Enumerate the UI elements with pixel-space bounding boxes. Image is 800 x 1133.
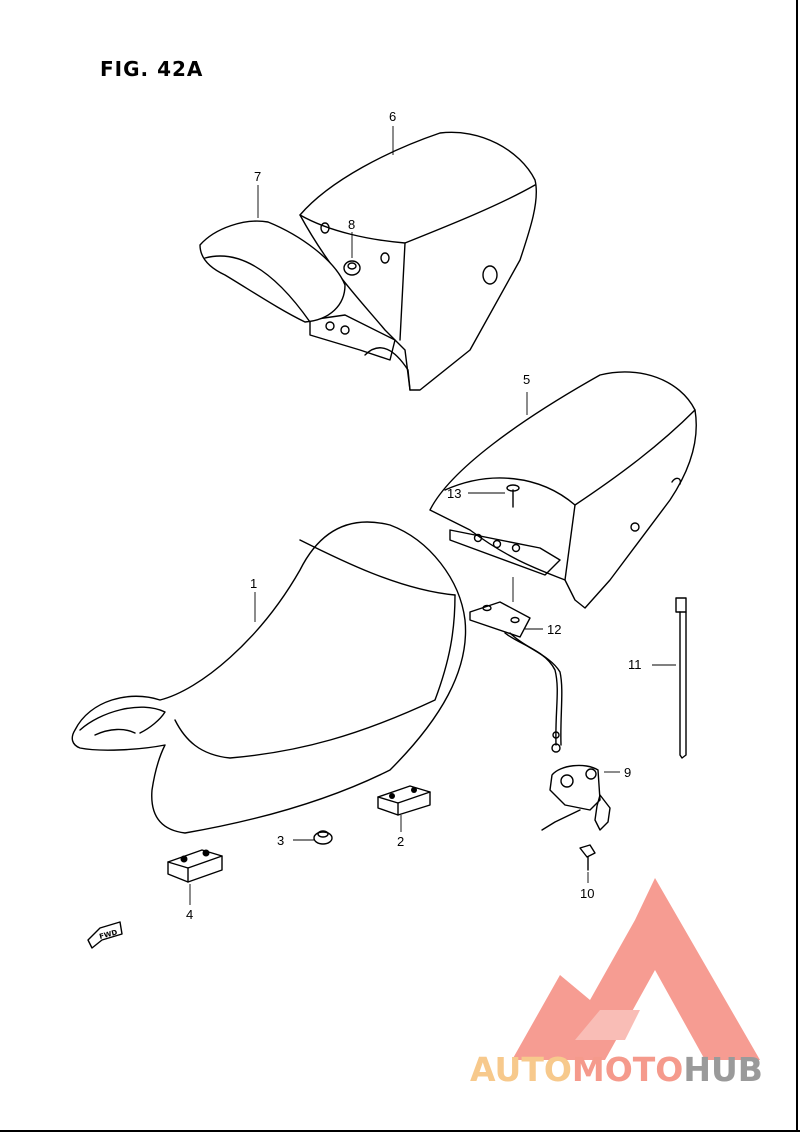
callout-13: 13 bbox=[447, 486, 461, 501]
callout-5: 5 bbox=[523, 372, 530, 387]
watermark-hub: HUB bbox=[683, 1050, 763, 1089]
part-7-pillion-pad bbox=[199, 185, 346, 323]
watermark-triangle-icon bbox=[512, 878, 760, 1060]
callout-3: 3 bbox=[277, 833, 284, 848]
frame-bottom-border bbox=[0, 1130, 800, 1132]
part-2-cushion bbox=[377, 785, 431, 832]
callout-11: 11 bbox=[628, 657, 642, 672]
part-11-cable-tie bbox=[652, 597, 687, 759]
part-12-lock-bracket bbox=[469, 577, 563, 753]
part-4-cushion bbox=[167, 849, 223, 905]
part-13-screw bbox=[468, 484, 520, 508]
watermark-auto: AUTO bbox=[470, 1050, 572, 1089]
part-6-seat-cowl bbox=[299, 131, 538, 391]
part-3-bumper bbox=[293, 830, 333, 845]
fwd-arrow-icon: FWD bbox=[87, 921, 123, 949]
part-1-front-seat bbox=[71, 521, 467, 834]
part-8-grommet bbox=[343, 232, 361, 276]
callout-9: 9 bbox=[624, 765, 631, 780]
figure-title: FIG. 42A bbox=[100, 57, 204, 81]
callout-10: 10 bbox=[580, 886, 594, 901]
part-10-bolt bbox=[579, 844, 596, 883]
callout-12: 12 bbox=[547, 622, 561, 637]
part-9-seat-lock bbox=[541, 764, 620, 831]
frame-right-border bbox=[796, 0, 798, 1130]
callout-4: 4 bbox=[186, 907, 193, 922]
callout-8: 8 bbox=[348, 217, 355, 232]
callout-7: 7 bbox=[254, 169, 261, 184]
part-5-rear-seat bbox=[429, 371, 697, 609]
callout-6: 6 bbox=[389, 109, 396, 124]
callout-1: 1 bbox=[250, 576, 257, 591]
callout-2: 2 bbox=[397, 834, 404, 849]
watermark-moto: MOTO bbox=[571, 1050, 684, 1089]
watermark-logo: AUTOMOTOHUB bbox=[470, 1050, 763, 1089]
